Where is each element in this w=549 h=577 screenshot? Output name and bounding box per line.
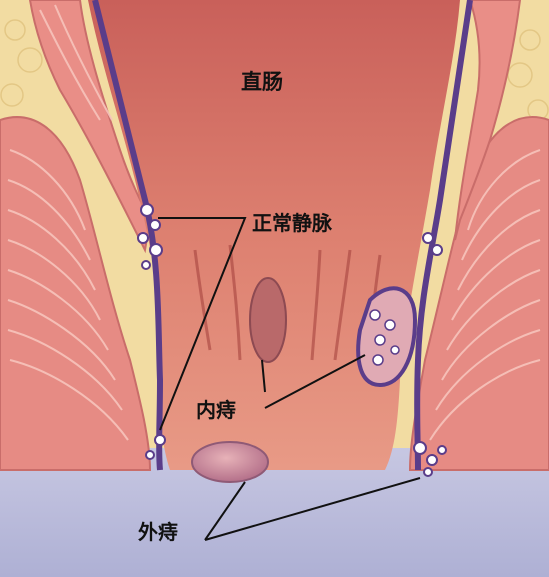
label-external-hemorrhoid: 外痔 (138, 522, 178, 542)
internal-hemorrhoid-center (250, 278, 286, 362)
external-hemorrhoid (192, 442, 268, 482)
label-normal-veins: 正常静脉 (252, 213, 332, 233)
label-internal-hemorrhoid: 内痔 (196, 400, 236, 420)
label-rectum: 直肠 (241, 72, 283, 93)
